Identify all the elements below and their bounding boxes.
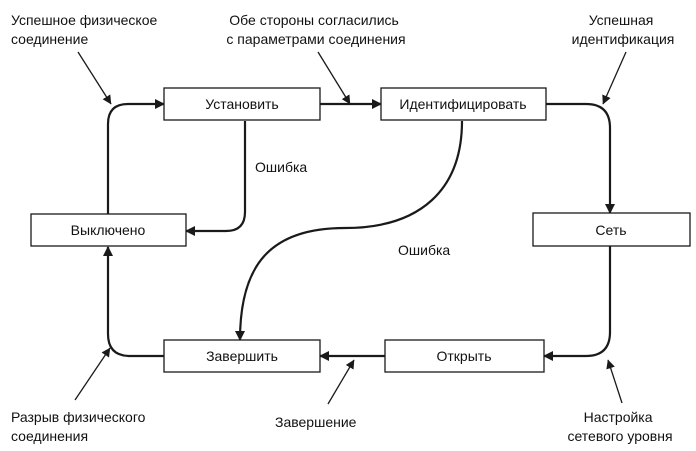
flow-dead-to-establish <box>106 99 165 214</box>
state-authenticate: Идентифицировать <box>380 87 547 121</box>
state-open: Открыть <box>384 339 545 373</box>
flow-network-to-open <box>543 246 612 361</box>
pointer-auth-success <box>602 51 627 105</box>
state-establish: Установить <box>163 87 321 121</box>
state-network-label: Сеть <box>595 222 626 238</box>
note-network-setup: Настройка сетевого уровня <box>567 409 672 444</box>
flow-terminate-to-dead <box>103 246 164 358</box>
note-closing: Завершение <box>275 414 357 430</box>
state-open-label: Открыть <box>437 348 492 364</box>
flow-authenticate-to-network <box>546 102 615 214</box>
pointer-physical-down <box>74 347 111 401</box>
state-establish-label: Установить <box>205 96 278 112</box>
flow-authenticate-error <box>235 120 464 341</box>
note-error-authenticate: Ошибка <box>398 242 450 258</box>
note-physical-up: Успешное физическое соединение <box>11 12 161 47</box>
state-network: Сеть <box>532 212 691 247</box>
pointer-closing <box>327 359 355 405</box>
note-error-establish: Ошибка <box>255 159 307 175</box>
state-terminate-label: Завершить <box>206 348 278 364</box>
note-physical-down: Разрыв физического соединения <box>11 409 149 444</box>
note-auth-success: Успешная идентификация <box>572 12 675 47</box>
state-terminate: Завершить <box>163 339 321 373</box>
note-options-agreed: Обе стороны согласились с параметрами со… <box>226 12 405 47</box>
state-authenticate-label: Идентифицировать <box>399 96 526 112</box>
pointer-options-agreed <box>317 51 351 105</box>
pointer-network-setup <box>606 359 623 404</box>
state-dead: Выключено <box>30 213 187 247</box>
state-dead-label: Выключено <box>71 222 146 238</box>
pointer-physical-up <box>77 51 112 105</box>
flow-establish-error <box>185 121 247 236</box>
